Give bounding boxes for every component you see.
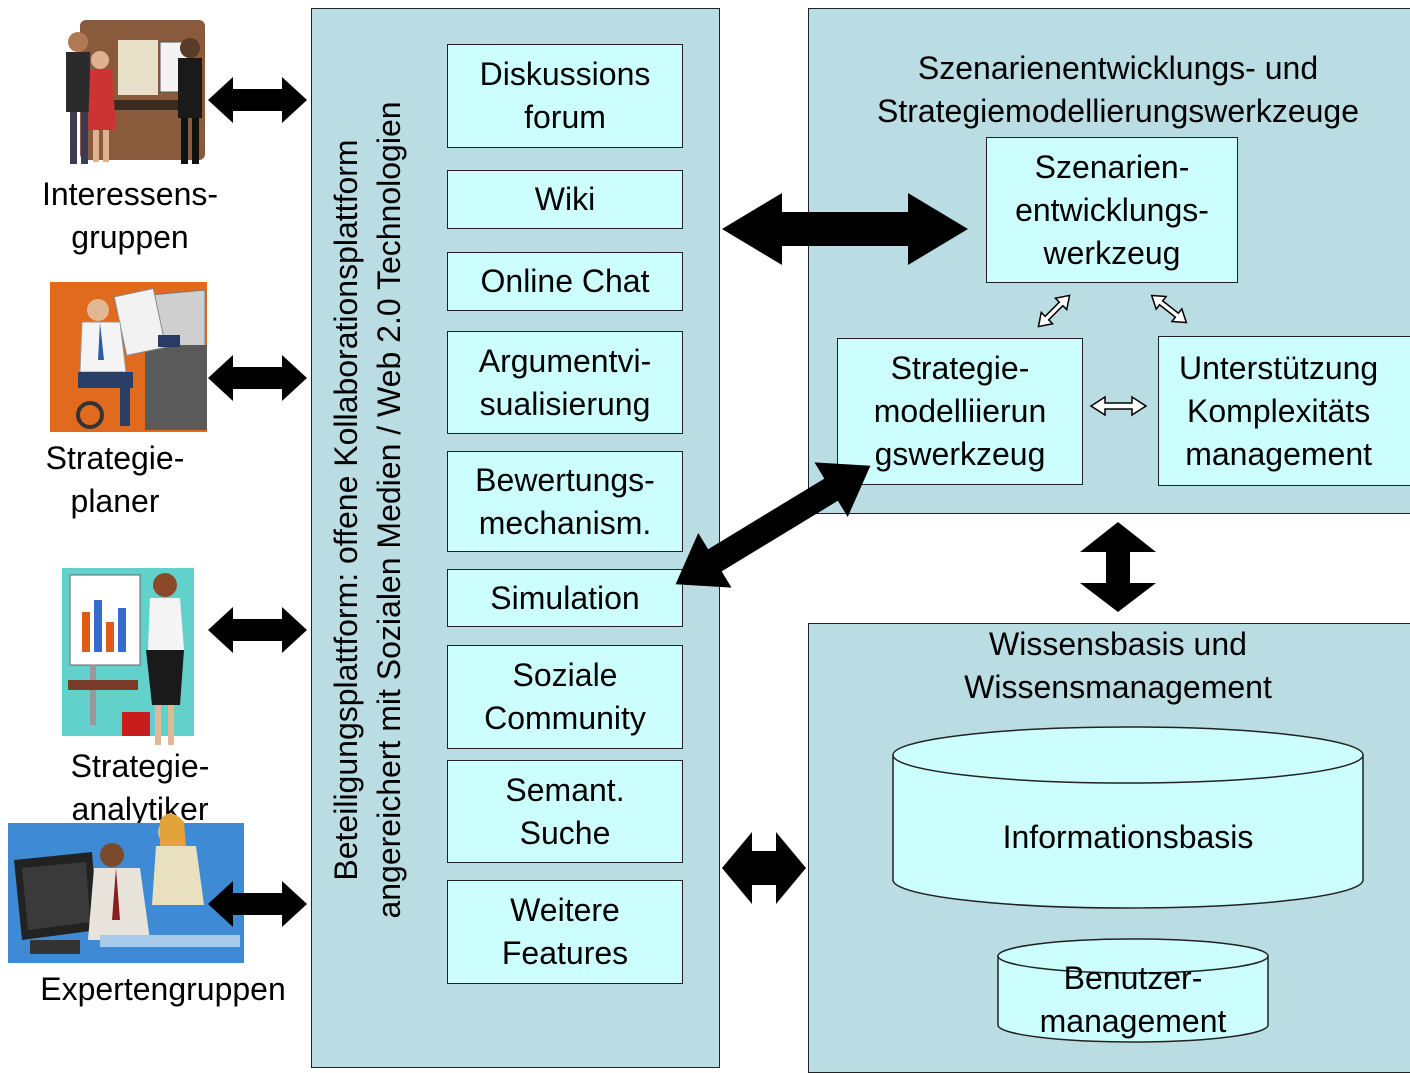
double-arrow-actor-4 xyxy=(208,881,307,927)
double-arrow-platform-tools xyxy=(722,193,968,265)
feature-wiki: Wiki xyxy=(447,170,683,229)
feature-online-chat: Online Chat xyxy=(447,252,683,311)
double-arrow-simulation-strategy xyxy=(675,462,871,588)
actor-label: Strategie- planer xyxy=(45,440,185,519)
feature-semantische-suche: Semant.Suche xyxy=(447,760,683,863)
feature-bewertungsmechanismen: Bewertungs-mechanism. xyxy=(447,451,683,552)
double-arrow-tools-knowledge xyxy=(1080,522,1156,612)
double-arrow-actor-3 xyxy=(208,607,307,653)
small-arrow-scenario-strategy xyxy=(1037,294,1071,328)
feature-argumentvisualisierung: Argumentvi-sualisierung xyxy=(447,331,683,434)
actor-label: Strategie- analytiker xyxy=(70,748,210,827)
actor-label: Expertengruppen xyxy=(40,971,286,1007)
double-arrow-actor-1 xyxy=(208,77,307,123)
double-arrow-actor-2 xyxy=(208,355,307,401)
knowledge-panel-title: Wissensbasis und Wissensmanagement xyxy=(964,626,1272,705)
small-arrow-strategy-complexity xyxy=(1089,395,1148,417)
double-arrow-platform-knowledge xyxy=(722,832,806,904)
user-management-cylinder: Benutzer- management xyxy=(1039,960,1227,1039)
small-arrow-scenario-complexity xyxy=(1150,294,1188,324)
tools-panel-title: Szenarienentwicklungs- und Strategiemode… xyxy=(876,50,1360,129)
actor-label: Interessens- gruppen xyxy=(41,176,219,255)
scenario-tool-box: Szenarien-entwicklungs-werkzeug xyxy=(986,137,1238,283)
information-base-cylinder: Informationsbasis xyxy=(1002,819,1254,855)
feature-simulation: Simulation xyxy=(447,569,683,627)
